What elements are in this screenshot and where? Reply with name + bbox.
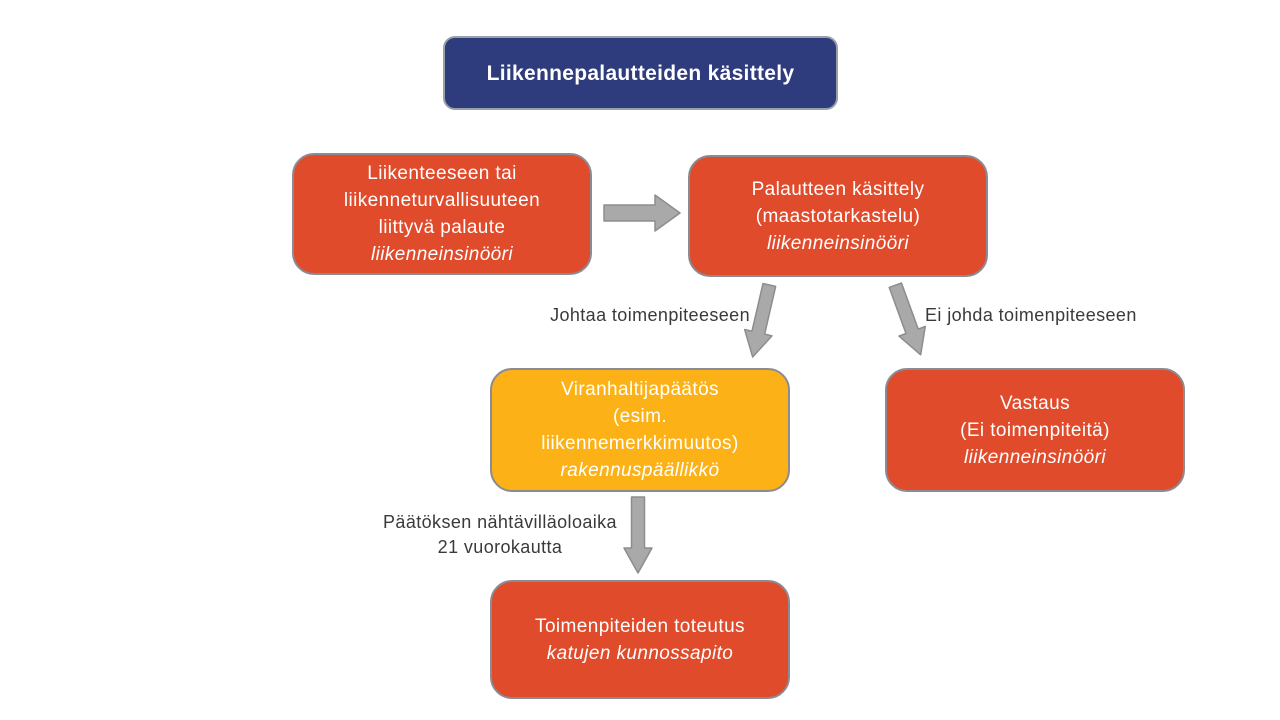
label-leads-to-action: Johtaa toimenpiteeseen — [550, 305, 750, 325]
box-response-line: (Ei toimenpiteitä) — [960, 419, 1110, 441]
box-decision-line: Viranhaltijapäätös — [561, 379, 719, 400]
box-decision: Viranhaltijapäätös (esim. liikennemerkki… — [490, 368, 790, 492]
arrow-down-left-icon — [743, 282, 777, 358]
box-processing-role: liikenneinsinööri — [767, 232, 909, 254]
box-response: Vastaus (Ei toimenpiteitä) liikenneinsin… — [885, 368, 1185, 492]
arrow-right-icon — [603, 194, 681, 232]
box-implementation-line: Toimenpiteiden toteutus — [535, 615, 745, 637]
box-response-line: Vastaus — [999, 392, 1071, 414]
box-processing: Palautteen käsittely (maastotarkastelu) … — [688, 155, 988, 277]
box-feedback-line: Liikenteeseen tai — [367, 163, 517, 184]
diagram-title: Liikennepalautteiden käsittely — [443, 36, 838, 110]
box-feedback-line: liittyvä palaute — [378, 217, 506, 238]
label-no-action: Ei johda toimenpiteeseen — [925, 305, 1137, 325]
box-processing-line: (maastotarkastelu) — [755, 205, 921, 227]
box-feedback: Liikenteeseen tai liikenneturvallisuutee… — [292, 153, 592, 275]
arrow-down-icon — [623, 496, 653, 574]
arrow-down-right-icon — [888, 282, 927, 356]
box-decision-role: rakennuspäällikkö — [560, 460, 720, 481]
box-feedback-role: liikenneinsinööri — [371, 244, 513, 265]
label-display-period-line1: Päätöksen nähtävilläoloaika — [383, 512, 617, 532]
box-response-role: liikenneinsinööri — [964, 446, 1106, 468]
label-display-period-line2: 21 vuorokautta — [437, 537, 563, 557]
box-feedback-line: liikenneturvallisuuteen — [343, 190, 541, 211]
label-display-period: Päätöksen nähtävilläoloaika 21 vuorokaut… — [350, 510, 650, 560]
box-decision-line: (esim. — [612, 406, 668, 427]
box-implementation-role: katujen kunnossapito — [546, 642, 734, 664]
box-processing-line: Palautteen käsittely — [751, 178, 925, 200]
box-implementation: Toimenpiteiden toteutus katujen kunnossa… — [490, 580, 790, 699]
box-decision-line: liikennemerkkimuutos) — [541, 433, 739, 454]
diagram-title-text: Liikennepalautteiden käsittely — [486, 61, 795, 85]
